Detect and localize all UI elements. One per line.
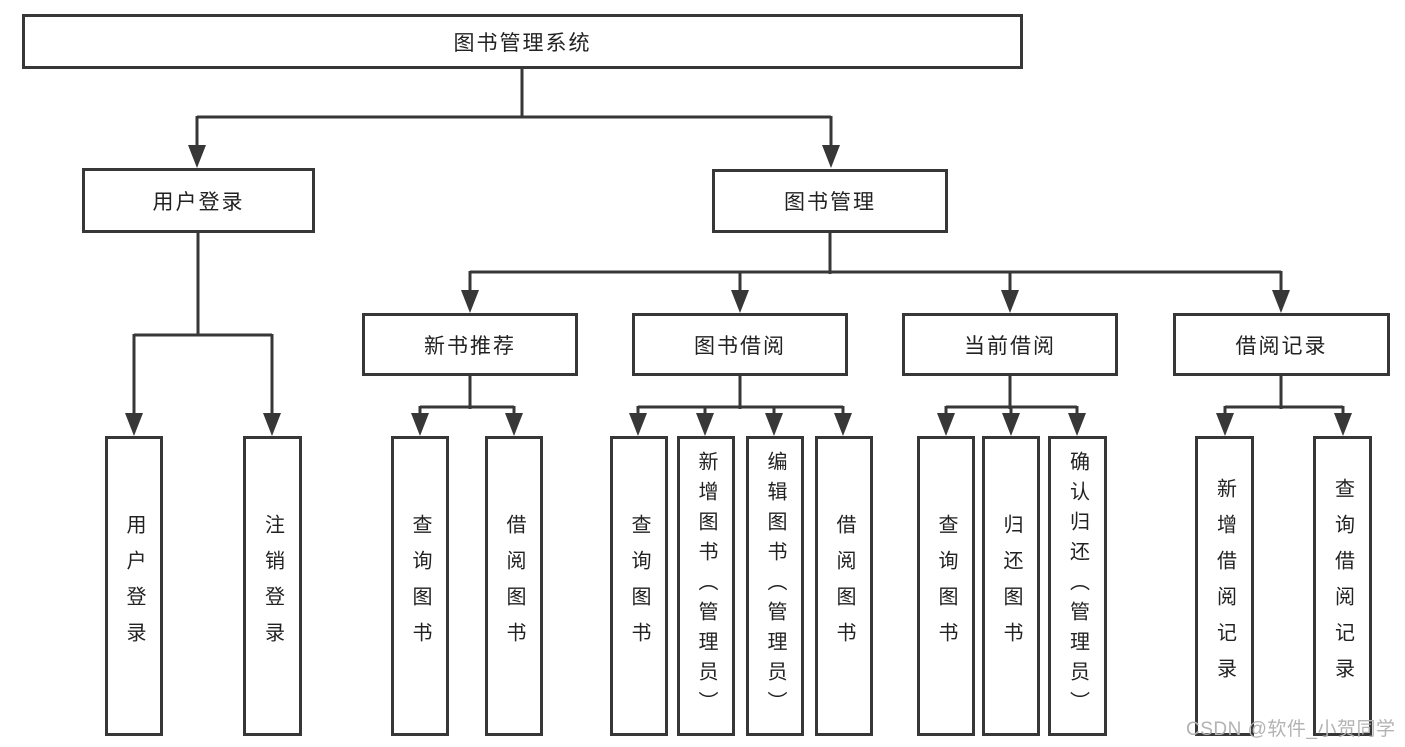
leaf-label: 查询借阅记录 xyxy=(1331,478,1354,694)
leaf-label: 借阅图书 xyxy=(503,514,525,658)
leaf-borrow-books-recommend: 借阅图书 xyxy=(485,436,543,736)
node-label: 用户登录 xyxy=(152,190,245,214)
leaf-label: 新增图书（管理员） xyxy=(695,451,717,721)
leaf-return-book: 归还图书 xyxy=(982,436,1040,736)
leaf-confirm-return-admin: 确认归还（管理员） xyxy=(1048,436,1107,736)
leaf-label: 确认归还（管理员） xyxy=(1066,451,1089,721)
leaf-label: 查询图书 xyxy=(935,514,957,658)
node-label: 图书借阅 xyxy=(694,334,786,358)
leaf-query-borrow-record: 查询借阅记录 xyxy=(1313,436,1372,736)
leaf-borrow-books: 借阅图书 xyxy=(815,436,873,736)
node-label: 图书管理 xyxy=(784,191,876,214)
leaf-add-borrow-record: 新增借阅记录 xyxy=(1195,436,1254,736)
csdn-watermark: CSDN @软件_小贺同学 xyxy=(1186,719,1396,740)
node-label: 新书推荐 xyxy=(424,334,516,358)
leaf-label: 查询图书 xyxy=(628,514,650,658)
leaf-logout: 注销登录 xyxy=(243,436,302,736)
leaf-label: 用户登录 xyxy=(123,514,145,658)
node-user-login: 用户登录 xyxy=(82,168,315,233)
leaf-label: 编辑图书（管理员） xyxy=(764,451,786,721)
leaf-edit-book-admin: 编辑图书（管理员） xyxy=(746,436,804,736)
node-label: 当前借阅 xyxy=(964,334,1056,358)
node-label: 图书管理系统 xyxy=(453,31,592,55)
leaf-label: 归还图书 xyxy=(1000,514,1022,658)
leaf-label: 借阅图书 xyxy=(833,514,855,658)
node-borrow-records: 借阅记录 xyxy=(1173,313,1390,376)
leaf-query-books-borrow: 查询图书 xyxy=(610,436,668,736)
leaf-add-book-admin: 新增图书（管理员） xyxy=(677,436,735,736)
node-current-borrow: 当前借阅 xyxy=(902,313,1118,376)
leaf-label: 注销登录 xyxy=(261,514,284,658)
leaf-label: 新增借阅记录 xyxy=(1213,478,1236,694)
node-book-management: 图书管理 xyxy=(712,169,948,233)
node-library-management-system: 图书管理系统 xyxy=(22,14,1023,69)
node-label: 借阅记录 xyxy=(1235,334,1328,358)
leaf-label: 查询图书 xyxy=(409,514,431,658)
leaf-query-books-current: 查询图书 xyxy=(917,436,975,736)
node-book-borrow: 图书借阅 xyxy=(632,313,848,376)
leaf-query-books-recommend: 查询图书 xyxy=(391,436,449,736)
node-new-book-recommend: 新书推荐 xyxy=(362,313,578,376)
leaf-user-login: 用户登录 xyxy=(105,436,163,736)
